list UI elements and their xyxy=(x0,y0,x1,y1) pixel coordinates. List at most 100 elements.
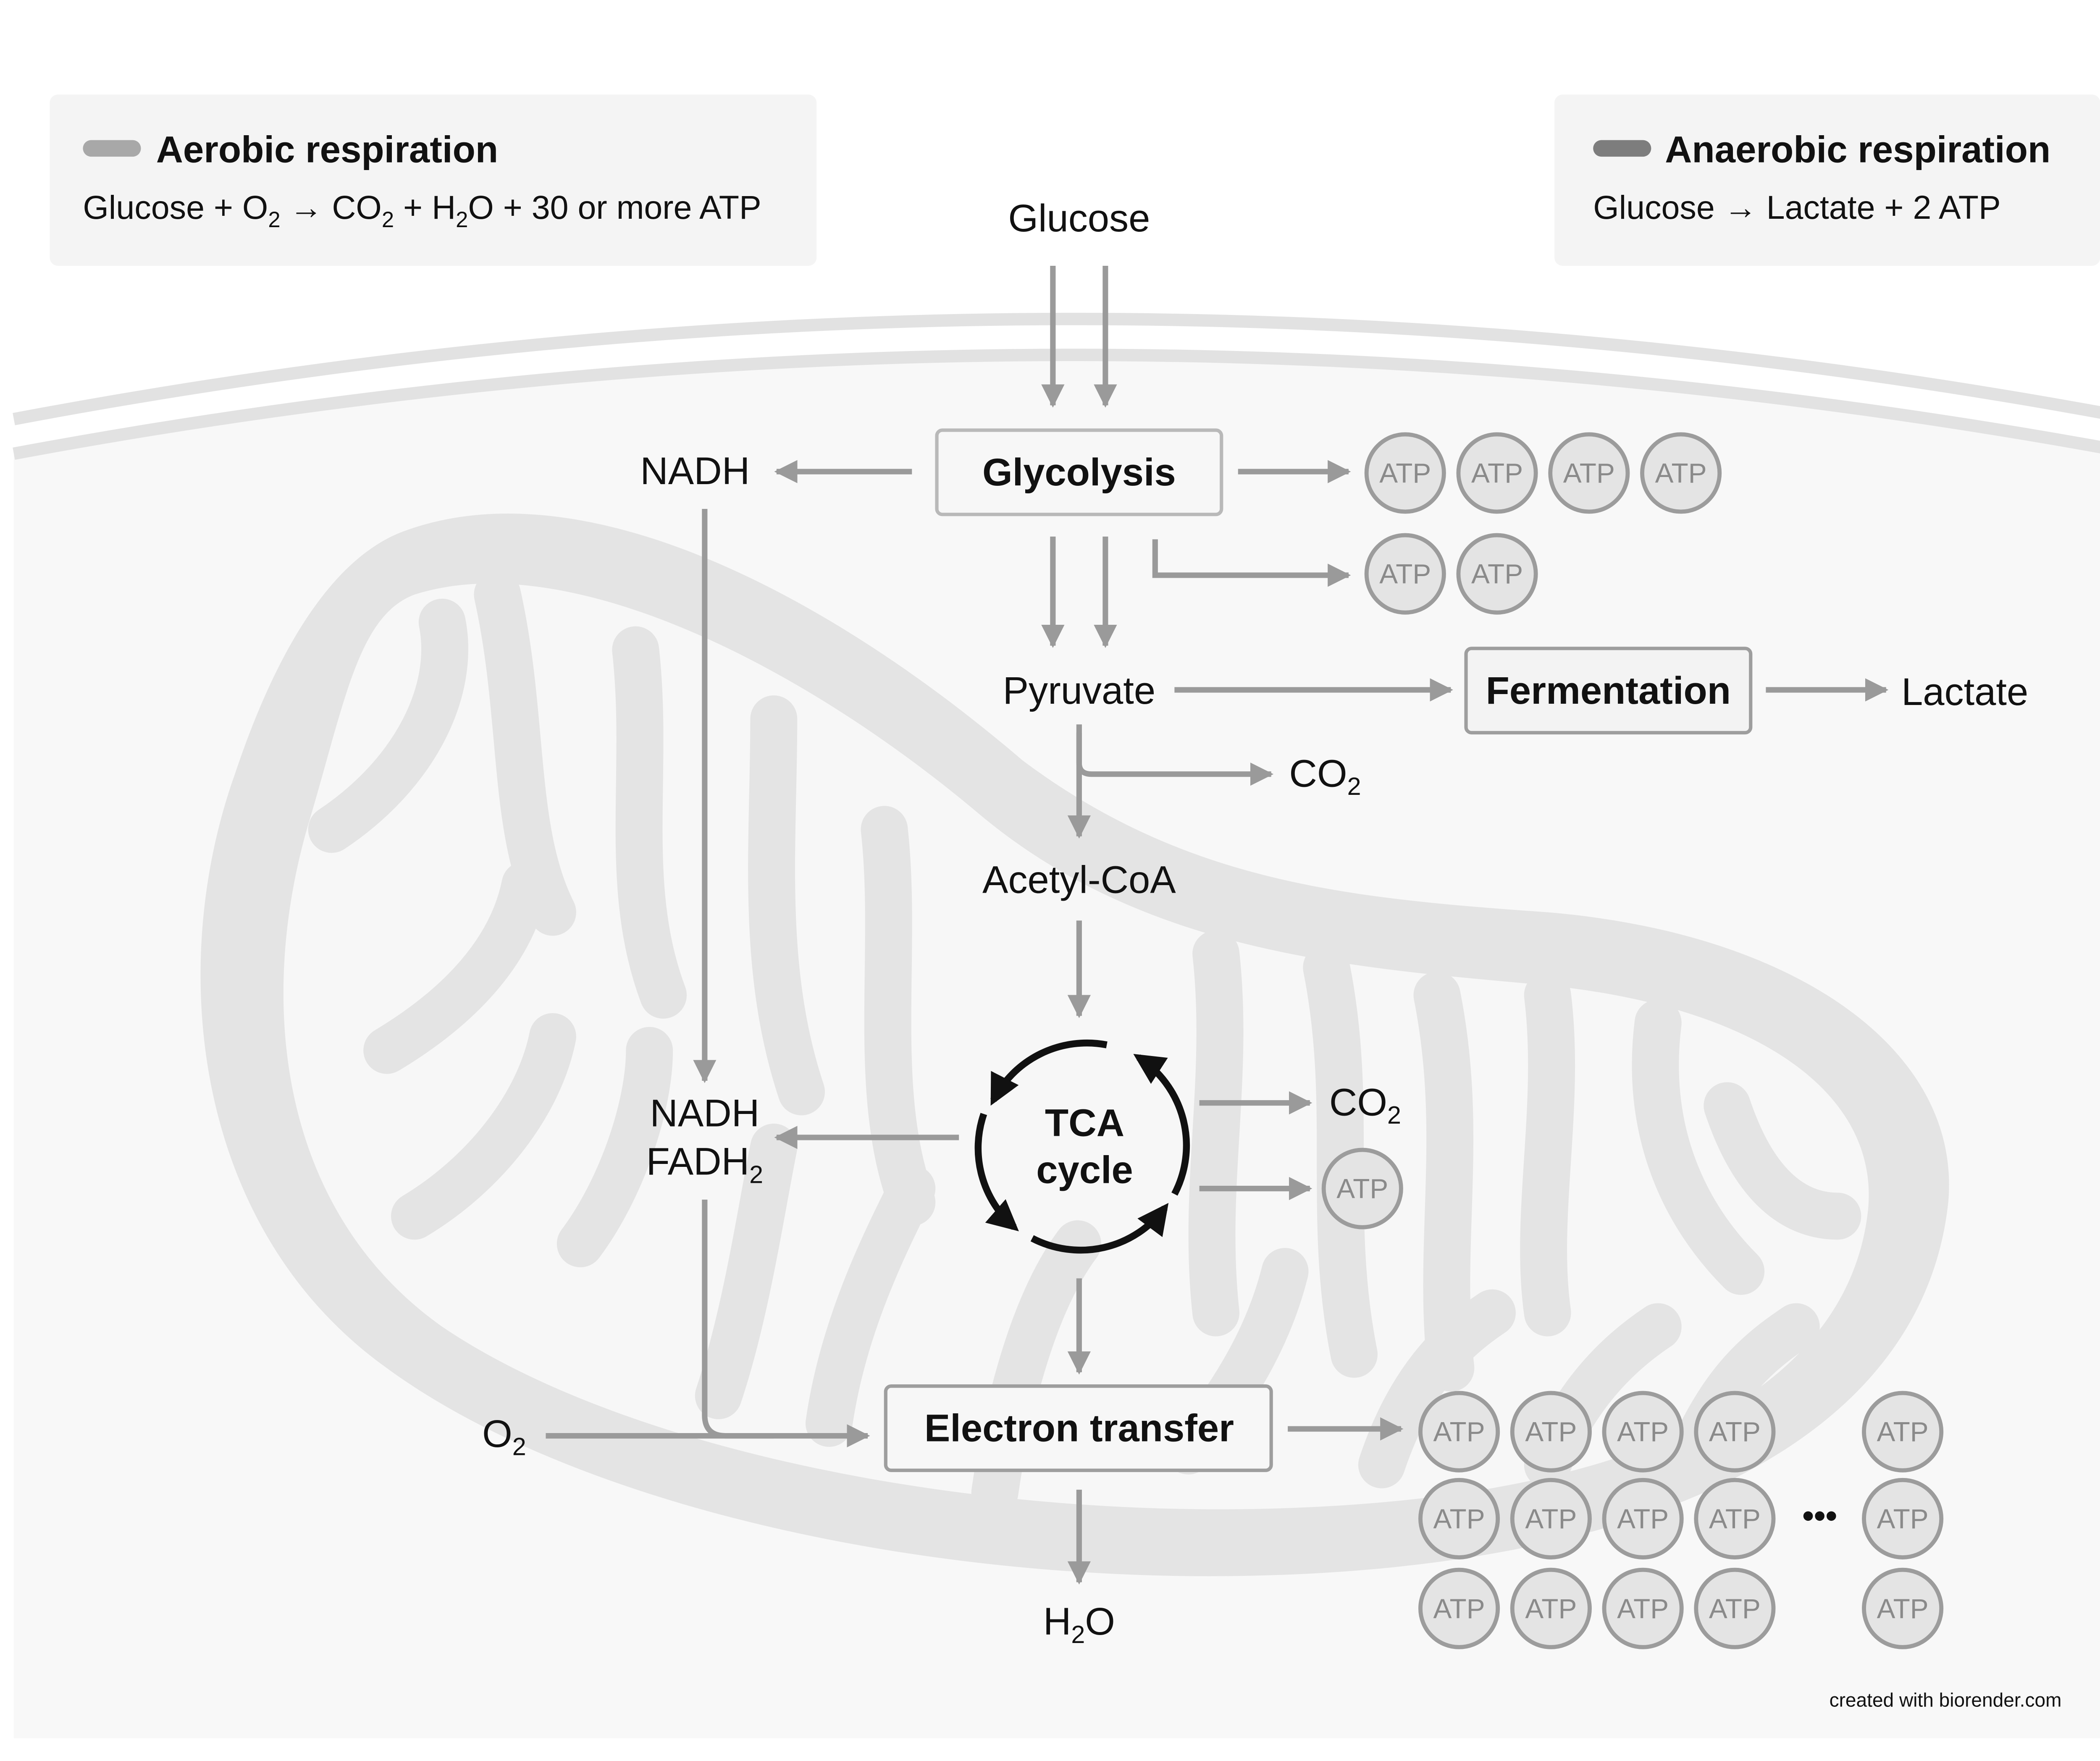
arrow-pyruvate-co2 xyxy=(1076,732,1274,786)
legend-aerobic-box xyxy=(50,94,817,266)
atp-circle xyxy=(1456,533,1538,615)
atp-token: ATP xyxy=(1602,1391,1684,1473)
atp-circle xyxy=(1418,1478,1500,1559)
legend-aerobic-title: Aerobic respiration xyxy=(156,128,498,170)
atp-circle xyxy=(1456,432,1538,514)
atp-group-glycolysis: ATP ATP ATP ATP xyxy=(1364,432,1722,514)
atp-label: ATP xyxy=(1433,1416,1485,1447)
atp-label: ATP xyxy=(1709,1503,1761,1534)
atp-circle xyxy=(1510,1567,1592,1649)
legend-aerobic: Aerobic respiration Glucose + O2 → CO2 +… xyxy=(50,94,817,266)
tca-arc-right-top xyxy=(1133,1054,1190,1196)
atp-group-glycolysis-anaerobic: ATP ATP xyxy=(1364,533,1538,615)
ellipsis: ••• xyxy=(1802,1497,1837,1534)
glycolysis-box xyxy=(935,428,1223,516)
atp-label: ATP xyxy=(1471,558,1523,590)
legend-anaerobic: Anaerobic respiration Glucose → Lactate … xyxy=(1554,94,2100,266)
arrow-glycolysis-atp-anaerobic xyxy=(1152,539,1351,587)
tca-arc-top-left xyxy=(990,1039,1108,1106)
atp-circle xyxy=(1418,1567,1500,1649)
legend-anaerobic-box xyxy=(1554,94,2100,266)
nadh-mid-label: NADH xyxy=(650,1092,759,1135)
atp-token: ATP xyxy=(1862,1478,1944,1559)
atp-group-tca: ATP xyxy=(1321,1148,1403,1229)
atp-token: ATP xyxy=(1364,432,1446,514)
legend-anaerobic-equation: Glucose → Lactate + 2 ATP xyxy=(1593,189,2000,226)
fermentation-box xyxy=(1464,647,1753,735)
tca-label-line1: TCA xyxy=(1045,1101,1124,1145)
atp-group-electron-transfer: ATP ATP ATP ATP ATP ATP ATP ATP ATP ATP ATP ATP ATP A… xyxy=(1418,1391,1944,1649)
atp-label: ATP xyxy=(1709,1593,1761,1624)
tca-label-line2: cycle xyxy=(1036,1148,1133,1191)
atp-circle xyxy=(1602,1478,1684,1559)
acetyl-coa-label: Acetyl-CoA xyxy=(982,858,1176,901)
atp-label: ATP xyxy=(1525,1503,1577,1534)
atp-label: ATP xyxy=(1709,1416,1761,1447)
nadh-top-label: NADH xyxy=(640,449,750,493)
atp-circle xyxy=(1694,1567,1776,1649)
atp-token: ATP xyxy=(1510,1567,1592,1649)
tca-arc-bottom-right xyxy=(1030,1203,1169,1254)
atp-circle xyxy=(1321,1148,1403,1229)
atp-label: ATP xyxy=(1471,458,1523,489)
atp-circle xyxy=(1364,432,1446,514)
atp-circle xyxy=(1640,432,1722,514)
atp-circle xyxy=(1862,1391,1944,1473)
lactate-label: Lactate xyxy=(1901,670,2028,713)
atp-token: ATP xyxy=(1694,1567,1776,1649)
h2o-label: H2O xyxy=(1043,1600,1115,1648)
atp-token: ATP xyxy=(1602,1567,1684,1649)
atp-label: ATP xyxy=(1617,1416,1669,1447)
atp-token: ATP xyxy=(1456,533,1538,615)
pyruvate-label: Pyruvate xyxy=(1003,669,1156,712)
electron-transfer-box xyxy=(884,1384,1273,1472)
atp-token: ATP xyxy=(1456,432,1538,514)
fermentation-label: Fermentation xyxy=(1486,669,1731,712)
legend-anaerobic-title: Anaerobic respiration xyxy=(1665,128,2050,170)
atp-token: ATP xyxy=(1862,1391,1944,1473)
atp-label: ATP xyxy=(1877,1416,1929,1447)
atp-circle xyxy=(1602,1567,1684,1649)
glycolysis-label: Glycolysis xyxy=(982,451,1176,494)
legend-aerobic-equation: Glucose + O2 → CO2 + H2O + 30 or more AT… xyxy=(83,189,761,232)
legend-aerobic-swatch xyxy=(83,140,141,157)
atp-label: ATP xyxy=(1877,1503,1929,1534)
atp-token: ATP xyxy=(1418,1391,1500,1473)
atp-circle xyxy=(1602,1391,1684,1473)
atp-token: ATP xyxy=(1321,1148,1403,1229)
atp-circle xyxy=(1510,1478,1592,1559)
fadh2-label: FADH2 xyxy=(646,1140,764,1189)
atp-label: ATP xyxy=(1563,458,1615,489)
atp-token: ATP xyxy=(1694,1391,1776,1473)
atp-token: ATP xyxy=(1694,1478,1776,1559)
atp-token: ATP xyxy=(1640,432,1722,514)
atp-label: ATP xyxy=(1336,1173,1388,1204)
cell-membrane-outer xyxy=(13,312,2100,425)
atp-circle xyxy=(1694,1478,1776,1559)
atp-label: ATP xyxy=(1525,1416,1577,1447)
credit-text: created with biorender.com xyxy=(1830,1689,2062,1711)
electron-transfer-label: Electron transfer xyxy=(924,1407,1234,1450)
atp-label: ATP xyxy=(1877,1593,1929,1624)
atp-label: ATP xyxy=(1617,1593,1669,1624)
cell-membrane-inner xyxy=(13,349,2100,460)
atp-label: ATP xyxy=(1379,558,1431,590)
atp-label: ATP xyxy=(1433,1503,1485,1534)
atp-label: ATP xyxy=(1433,1593,1485,1624)
atp-circle xyxy=(1364,533,1446,615)
atp-label: ATP xyxy=(1617,1503,1669,1534)
atp-circle xyxy=(1862,1478,1944,1559)
tca-cycle-arrows xyxy=(974,1039,1190,1254)
co2-tca-label: CO2 xyxy=(1329,1080,1401,1129)
pathway-arrows xyxy=(546,266,1889,1585)
atp-token: ATP xyxy=(1602,1478,1684,1559)
co2-pyruvate-label: CO2 xyxy=(1289,752,1361,800)
atp-circle xyxy=(1694,1391,1776,1473)
atp-label: ATP xyxy=(1525,1593,1577,1624)
atp-token: ATP xyxy=(1510,1478,1592,1559)
tca-arc-left-bottom xyxy=(974,1113,1019,1232)
atp-circle xyxy=(1862,1567,1944,1649)
atp-token: ATP xyxy=(1364,533,1446,615)
atp-token: ATP xyxy=(1418,1567,1500,1649)
atp-circle xyxy=(1510,1391,1592,1473)
